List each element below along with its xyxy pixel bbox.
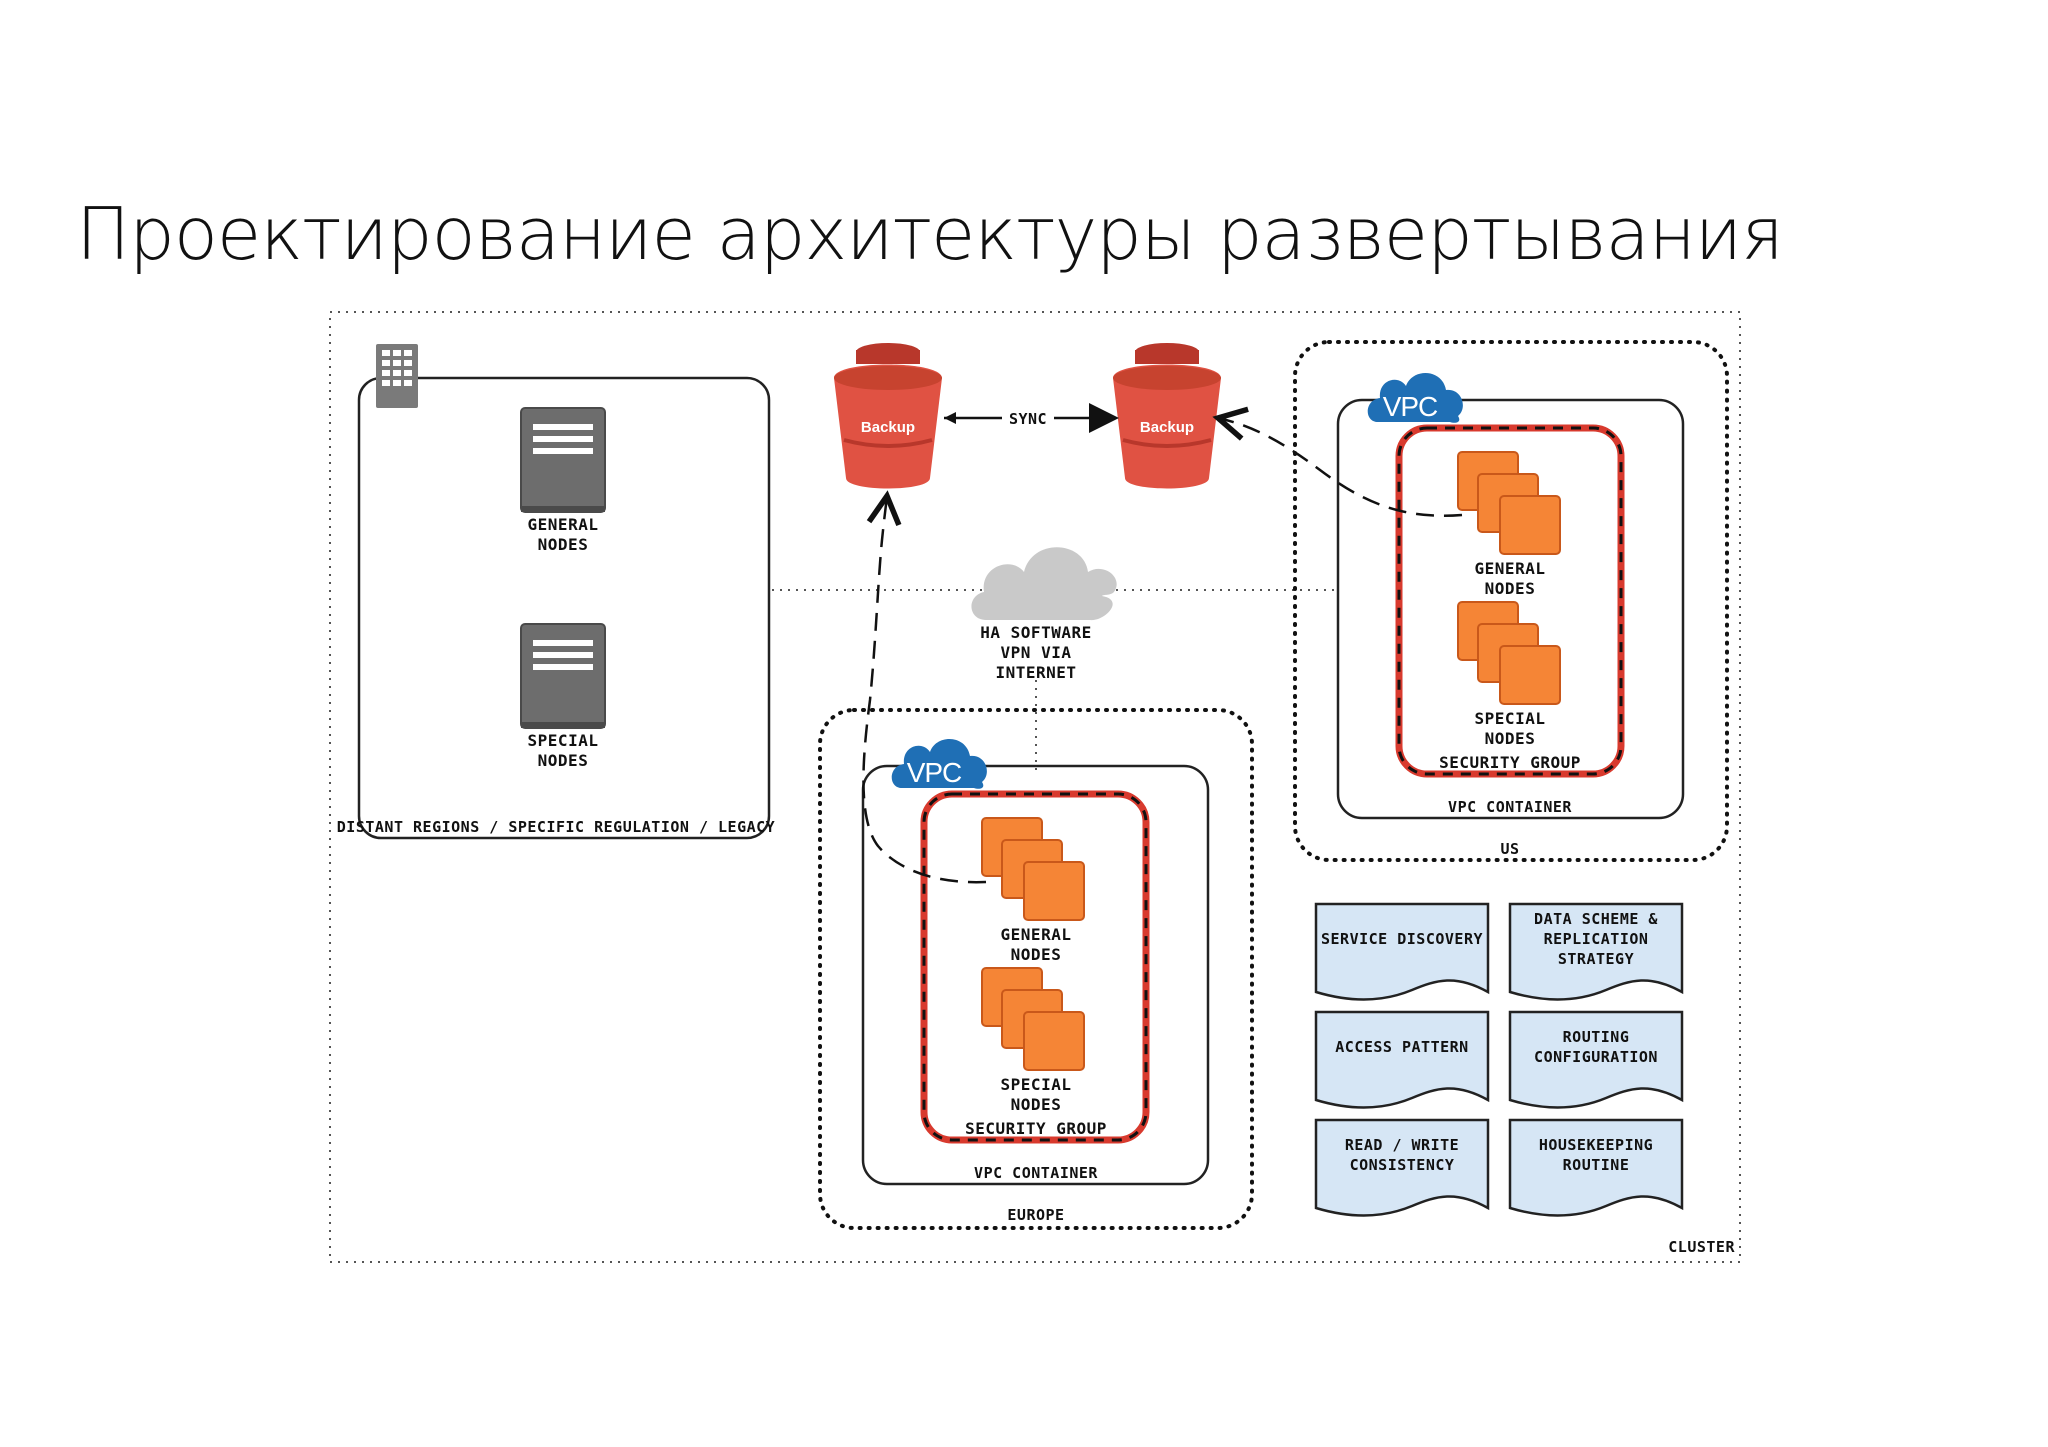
us-backup-arrow — [1212, 406, 1463, 517]
europe-general-instances-icon — [981, 817, 1085, 921]
cloud-icon — [971, 547, 1117, 621]
sync-arrowhead-left — [944, 412, 956, 424]
europe-special-instances-icon — [981, 967, 1085, 1071]
us-special-label-1: SPECIAL — [1475, 709, 1546, 728]
europe-vpc-container-label: VPC CONTAINER — [974, 1164, 1098, 1182]
us-special-label-2: NODES — [1485, 729, 1536, 748]
svg-text:ACCESS PATTERN: ACCESS PATTERN — [1335, 1038, 1468, 1056]
svg-text:VPC: VPC — [1383, 391, 1438, 422]
cluster-label: CLUSTER — [1668, 1238, 1735, 1256]
backup-bucket-right: Backup — [1111, 341, 1223, 491]
svg-text:ROUTING: ROUTING — [1563, 1028, 1630, 1046]
general-server-icon — [520, 407, 606, 513]
backup-bucket-left: Backup — [832, 341, 944, 491]
europe-backup-arrow — [862, 490, 987, 884]
legacy-general-label-1: GENERAL — [528, 515, 599, 534]
europe-region-label: EUROPE — [1007, 1206, 1064, 1224]
us-region-label: US — [1500, 840, 1519, 858]
slide-title: Проектирование архитектуры развертывания — [76, 192, 1784, 276]
svg-text:SERVICE DISCOVERY: SERVICE DISCOVERY — [1321, 930, 1483, 948]
doc-service-discovery: SERVICE DISCOVERY — [1314, 902, 1490, 1001]
europe-special-label-1: SPECIAL — [1001, 1075, 1072, 1094]
europe-general-label-1: GENERAL — [1001, 925, 1072, 944]
svg-text:CONFIGURATION: CONFIGURATION — [1534, 1048, 1658, 1066]
us-general-label-2: NODES — [1485, 579, 1536, 598]
europe-region: VPC GENERAL NODES SPECIAL NODES SECURITY… — [818, 708, 1254, 1230]
svg-text:HOUSEKEEPING: HOUSEKEEPING — [1539, 1136, 1653, 1154]
backup-right-label: Backup — [1140, 419, 1194, 436]
legacy-region-label: DISTANT REGIONS / SPECIFIC REGULATION / … — [337, 818, 775, 836]
svg-text:READ / WRITE: READ / WRITE — [1345, 1136, 1459, 1154]
svg-text:ROUTINE: ROUTINE — [1563, 1156, 1630, 1174]
legacy-special-label-1: SPECIAL — [528, 731, 599, 750]
svg-text:DATA SCHEME &: DATA SCHEME & — [1534, 910, 1658, 928]
us-general-instances-icon — [1457, 451, 1561, 555]
internet-label-1: HA SOFTWARE — [980, 623, 1091, 642]
legacy-special-label-2: NODES — [538, 751, 589, 770]
europe-vpc-badge: VPC — [891, 738, 987, 789]
special-server-icon — [520, 623, 606, 729]
us-region: VPC GENERAL NODES SPECIAL NODES SECURITY… — [1293, 340, 1729, 862]
svg-text:REPLICATION: REPLICATION — [1544, 930, 1649, 948]
doc-data-scheme: DATA SCHEME & REPLICATION STRATEGY — [1508, 902, 1684, 1001]
backup-left-label: Backup — [861, 419, 915, 436]
doc-housekeeping: HOUSEKEEPING ROUTINE — [1508, 1118, 1684, 1217]
us-vpc-container-label: VPC CONTAINER — [1448, 798, 1572, 816]
europe-general-label-2: NODES — [1011, 945, 1062, 964]
svg-text:STRATEGY: STRATEGY — [1558, 950, 1634, 968]
legacy-region: GENERAL NODES SPECIAL NODES DISTANT REGI… — [337, 344, 775, 840]
cluster-boundary — [329, 311, 1741, 1263]
us-vpc-badge: VPC — [1367, 372, 1463, 423]
doc-routing: ROUTING CONFIGURATION — [1508, 1010, 1684, 1109]
svg-text:CONSISTENCY: CONSISTENCY — [1350, 1156, 1455, 1174]
europe-special-label-2: NODES — [1011, 1095, 1062, 1114]
us-security-group-label: SECURITY GROUP — [1439, 753, 1581, 772]
svg-text:VPC: VPC — [907, 757, 962, 788]
doc-read-write: READ / WRITE CONSISTENCY — [1314, 1118, 1490, 1217]
us-general-label-1: GENERAL — [1475, 559, 1546, 578]
sync-label: SYNC — [1009, 410, 1047, 428]
europe-security-group-label: SECURITY GROUP — [965, 1119, 1107, 1138]
us-special-instances-icon — [1457, 601, 1561, 705]
building-icon — [376, 344, 418, 408]
internet-label-3: INTERNET — [995, 663, 1076, 682]
legacy-general-label-2: NODES — [538, 535, 589, 554]
internet-label-2: VPN VIA — [1001, 643, 1072, 662]
doc-access-pattern: ACCESS PATTERN — [1314, 1010, 1490, 1109]
